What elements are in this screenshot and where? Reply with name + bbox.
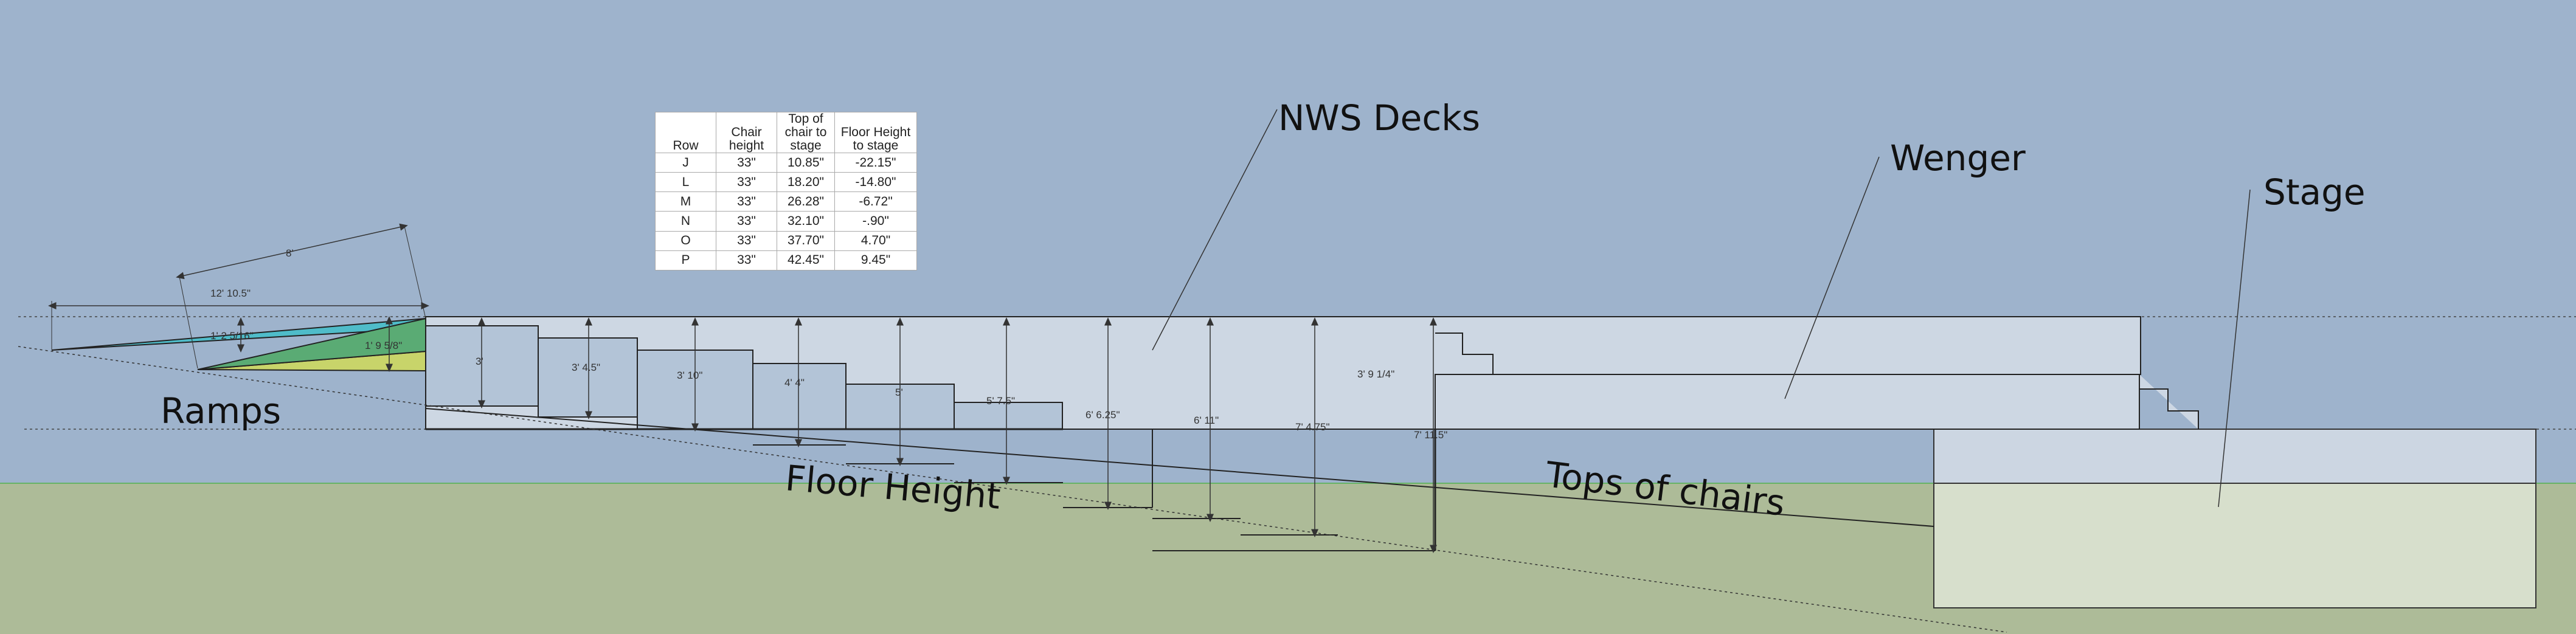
- table-cell: L: [655, 172, 716, 193]
- stage-leader: [2218, 189, 2251, 508]
- step-3-label: 3' 10": [677, 370, 702, 381]
- step-5-label: 5': [895, 387, 903, 398]
- sightline-dashed: [18, 346, 2007, 633]
- table-header-floor-height: Floor Height to stage: [834, 112, 917, 153]
- table-cell: J: [655, 152, 716, 173]
- table-cell: 33": [716, 172, 777, 193]
- nws-decks-label: NWS Decks: [1278, 97, 1480, 139]
- ramp-diag-label: 8': [286, 247, 294, 259]
- stage-block-lower: [1933, 483, 2536, 608]
- table-cell: 33": [716, 152, 777, 173]
- wenger-leader: [1784, 156, 1880, 399]
- stage-label: Stage: [2263, 171, 2366, 213]
- drop-3-label: 7' 4.75": [1295, 421, 1330, 433]
- wenger-end-steps: [2139, 374, 2199, 429]
- step-4-label: 4' 4": [784, 377, 805, 388]
- table-cell: -22.15": [834, 152, 917, 173]
- table-cell: 33": [716, 230, 777, 251]
- table-cell: 33": [716, 191, 777, 212]
- wenger-label: Wenger: [1890, 137, 2026, 179]
- tops-of-chairs-line: [425, 408, 1934, 527]
- step-1-label: 3': [476, 356, 483, 367]
- ramp-middle: [197, 317, 426, 370]
- table-header-row: Row Chair height Top of chair to stage F…: [655, 112, 917, 153]
- table-cell: N: [655, 211, 716, 232]
- riser-row-L: [538, 337, 638, 418]
- step-2-label: 3' 4.5": [572, 362, 600, 373]
- deck-height-label: 3' 9 1/4": [1357, 368, 1394, 380]
- table-header-top-of-chair: Top of chair to stage: [777, 112, 835, 153]
- drop-2-label: 6' 11": [1194, 415, 1219, 426]
- wenger-platform: [1435, 374, 2140, 430]
- drop-4-label: 7' 11.5": [1414, 429, 1447, 441]
- step-6-label: 5' 7.5": [986, 395, 1015, 407]
- table-cell: -6.72": [834, 191, 917, 212]
- table-cell: 4.70": [834, 230, 917, 251]
- table-cell: 33": [716, 211, 777, 232]
- ramp-diag-ext-right: [404, 226, 426, 319]
- table-cell: 37.70": [777, 230, 835, 251]
- row-height-table: Row Chair height Top of chair to stage F…: [655, 112, 917, 271]
- table-cell: 33": [716, 250, 777, 271]
- table-cell: 10.85": [777, 152, 835, 173]
- table-cell: -14.80": [834, 172, 917, 193]
- nws-decks-leader: [1152, 109, 1278, 351]
- stage-block-upper: [1933, 429, 2536, 484]
- table-cell: 9.45": [834, 250, 917, 271]
- table-cell: P: [655, 250, 716, 271]
- ramps-label: Ramps: [161, 390, 281, 432]
- ramp-diag-dim-line: [176, 223, 408, 280]
- table-cell: 32.10": [777, 211, 835, 232]
- table-cell: 42.45": [777, 250, 835, 271]
- table-header-row-label: Row: [655, 112, 716, 153]
- ramp-overall-label: 12' 10.5": [210, 288, 251, 299]
- table-header-chair-height: Chair height: [716, 112, 777, 153]
- riser-row-N: [752, 363, 847, 430]
- table-cell: 18.20": [777, 172, 835, 193]
- deck-end-steps: [1435, 333, 1494, 374]
- ramp-rise-1-label: 1' 2 5/16": [210, 330, 254, 342]
- drop-1-label: 6' 6.25": [1085, 409, 1120, 421]
- table-cell: M: [655, 191, 716, 212]
- table-cell: O: [655, 230, 716, 251]
- table-cell: 26.28": [777, 191, 835, 212]
- ramp-rise-2-label: 1' 9 5/8": [365, 340, 402, 351]
- ramp-diag-ext-left: [179, 276, 198, 369]
- table-cell: -.90": [834, 211, 917, 232]
